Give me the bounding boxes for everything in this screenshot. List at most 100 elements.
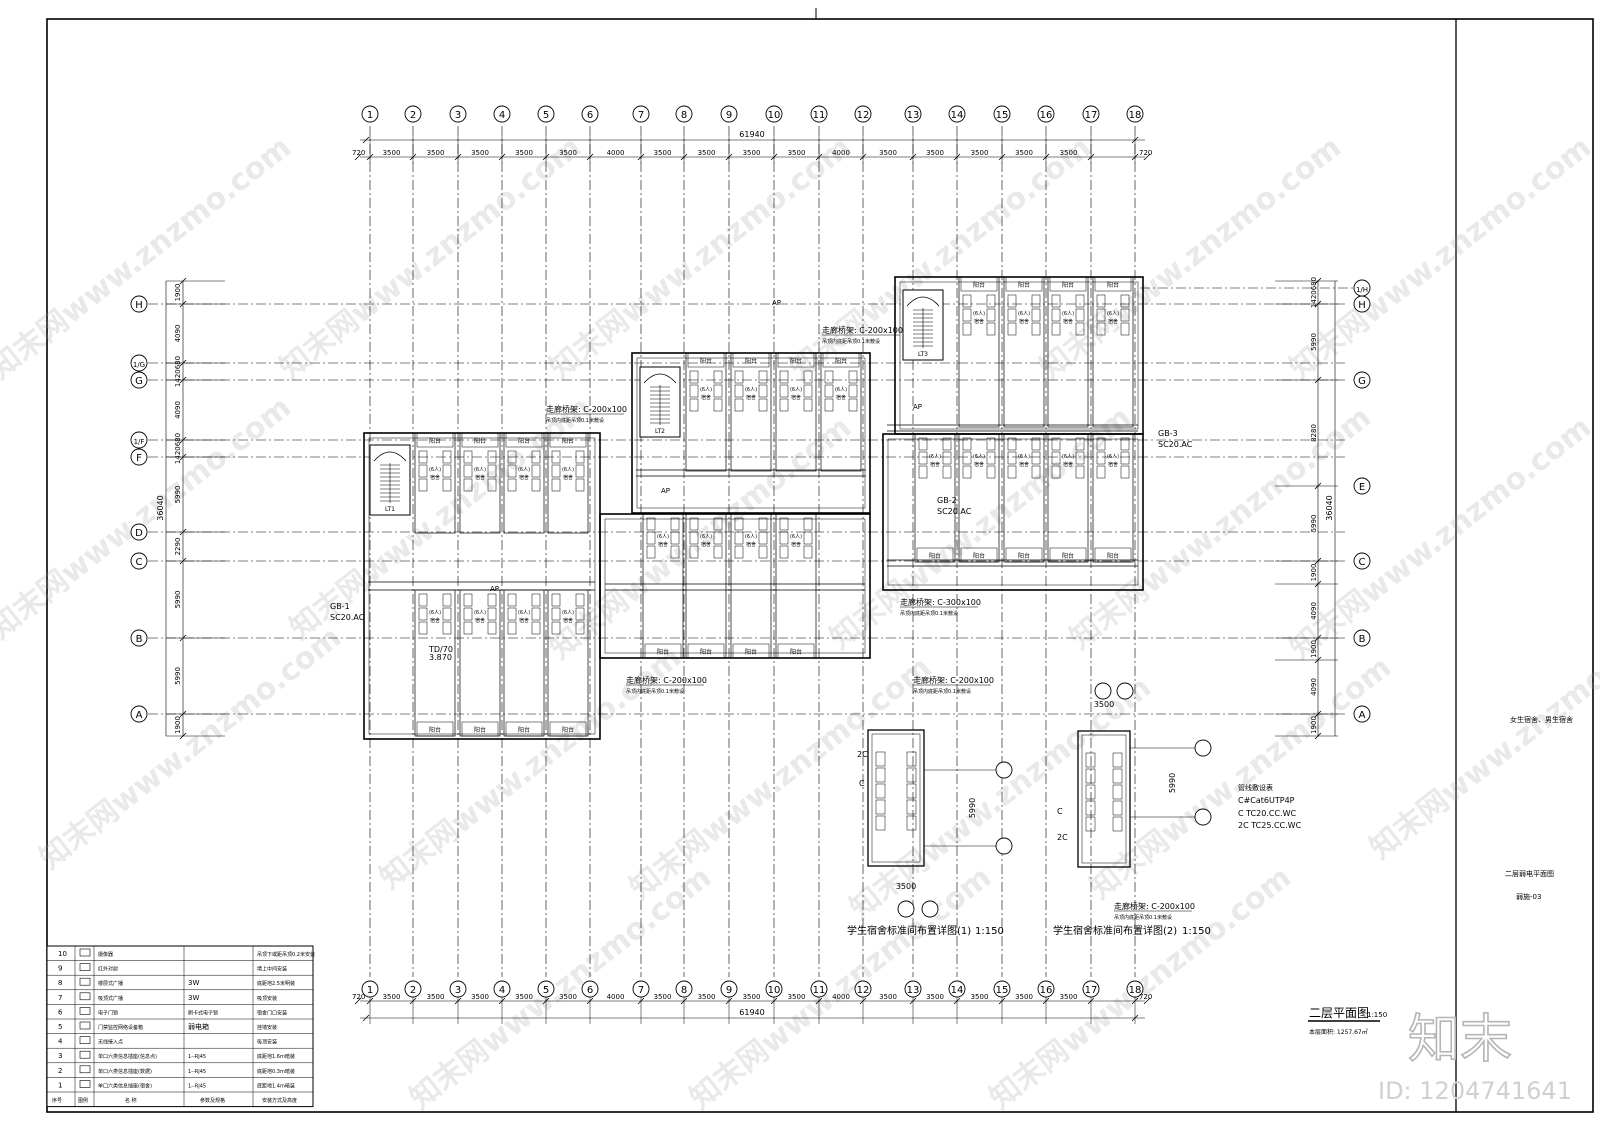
stair-label: LT2 bbox=[655, 428, 665, 435]
bunk-bed bbox=[779, 517, 789, 531]
axis-label-7: 7 bbox=[638, 110, 644, 121]
dorm-label: 宿舍 bbox=[836, 394, 846, 401]
dim-vert: 5990 bbox=[174, 486, 182, 504]
balcony bbox=[1005, 547, 1043, 563]
axis-label-14: 14 bbox=[951, 110, 964, 121]
dim-bay: 3500 bbox=[515, 993, 533, 1001]
cable-note-2: C TC20.CC.WC bbox=[1238, 809, 1296, 818]
dorm-room bbox=[685, 352, 727, 472]
legend-install: 底距地0.3m暗装 bbox=[257, 1068, 295, 1075]
axis-label-1: 1 bbox=[367, 110, 373, 121]
axis-bubble-11 bbox=[810, 105, 828, 123]
bunk-bed bbox=[758, 545, 768, 559]
bunk-bed bbox=[689, 545, 699, 559]
detail2-tag: C bbox=[1057, 807, 1063, 816]
axis-label-8: 8 bbox=[681, 110, 687, 121]
bunk-bed bbox=[986, 308, 996, 322]
bunk-bed bbox=[689, 517, 699, 531]
bunk-bed bbox=[803, 531, 813, 545]
bunk-bed bbox=[713, 545, 723, 559]
bunk-bed bbox=[1007, 437, 1017, 451]
bunk-bed bbox=[575, 478, 585, 492]
dim-bay: 3500 bbox=[1060, 149, 1078, 157]
bunk-bed bbox=[1051, 322, 1061, 336]
bunk-bed bbox=[670, 517, 680, 531]
detail2-dim-h: 5990 bbox=[1168, 773, 1177, 793]
occupancy-label: (6人) bbox=[429, 610, 441, 616]
bunk-bed bbox=[1120, 308, 1130, 322]
balcony bbox=[960, 547, 998, 563]
dorm-label: 宿舍 bbox=[658, 541, 668, 548]
axis-label-7: 7 bbox=[638, 985, 644, 996]
cable-notes-title: 管线敷设表 bbox=[1238, 783, 1273, 792]
occupancy-label: (6人) bbox=[1107, 454, 1119, 460]
dim-bay: 3500 bbox=[788, 149, 806, 157]
bunk-bed bbox=[418, 464, 428, 478]
bunk-bed bbox=[487, 450, 497, 464]
dim-vert: 4090 bbox=[1310, 602, 1318, 620]
legend-install: 吸顶安装 bbox=[257, 1039, 277, 1046]
occupancy-label: (6人) bbox=[745, 534, 757, 540]
bunk-bed bbox=[551, 464, 561, 478]
bunk-bed bbox=[734, 517, 744, 531]
wing-inner-wall bbox=[368, 437, 596, 735]
dim-vert-total: 36040 bbox=[1325, 495, 1334, 520]
bunk-bed bbox=[1120, 322, 1130, 336]
legend-symbol bbox=[79, 1036, 91, 1044]
cable-note-1: C#Cat6UTP4P bbox=[1238, 796, 1295, 805]
bunk-bed bbox=[689, 531, 699, 545]
balcony-label: 阳台 bbox=[745, 648, 757, 656]
balcony-label: 阳台 bbox=[474, 726, 486, 734]
legend-install: 墙上中间安装 bbox=[257, 966, 287, 973]
occupancy-label: (6人) bbox=[474, 610, 486, 616]
bunk-bed bbox=[507, 464, 517, 478]
legend-symbol bbox=[79, 963, 91, 971]
dim-vert: 1900 bbox=[1310, 564, 1318, 582]
bunk-bed bbox=[463, 450, 473, 464]
dorm-label: 宿舍 bbox=[1108, 461, 1118, 468]
legend-spec: 1--RJ45 bbox=[188, 1054, 206, 1060]
bunk-bed bbox=[1075, 308, 1085, 322]
occupancy-label: (6人) bbox=[562, 610, 574, 616]
legend-install: 挂墙安装 bbox=[257, 1024, 277, 1031]
dim-bay: 4000 bbox=[607, 993, 625, 1001]
watermark-text: 知末网www.znzmo.com bbox=[0, 130, 298, 387]
axis-bubble-3 bbox=[449, 105, 467, 123]
balcony bbox=[549, 432, 587, 448]
bunk-bed bbox=[713, 384, 723, 398]
bunk-bed bbox=[1007, 322, 1017, 336]
balcony bbox=[916, 547, 954, 563]
row-axis-bubble-left bbox=[130, 523, 148, 541]
watermark-text: 知末网www.znzmo.com bbox=[273, 130, 588, 387]
detail-bed bbox=[1112, 768, 1123, 784]
bunk-bed bbox=[803, 517, 813, 531]
bunk-bed bbox=[418, 593, 428, 607]
axis-bubble-5 bbox=[537, 105, 555, 123]
bunk-bed bbox=[689, 384, 699, 398]
row-axis-label-left: G bbox=[135, 376, 143, 387]
bunk-bed bbox=[779, 398, 789, 412]
dorm-room bbox=[730, 352, 772, 472]
legend-header-spec: 参数及规格 bbox=[200, 1097, 225, 1104]
occupancy-label: (6人) bbox=[1062, 454, 1074, 460]
row-axis-bubble-left bbox=[130, 295, 148, 313]
balcony bbox=[687, 352, 725, 368]
bunk-bed bbox=[1031, 294, 1041, 308]
callout-note: 吊顶内底距吊顶0.1米敷设 bbox=[913, 688, 971, 695]
bunk-bed bbox=[986, 451, 996, 465]
row-axis-label-left: H bbox=[135, 300, 143, 311]
bunk-bed bbox=[986, 465, 996, 479]
bunk-bed bbox=[575, 621, 585, 635]
dim-bay: 3500 bbox=[515, 149, 533, 157]
detail1-dim-h: 5990 bbox=[968, 798, 977, 818]
legend-install: 底距地2.5米明装 bbox=[257, 980, 295, 987]
bunk-bed bbox=[442, 607, 452, 621]
dorm-label: 宿舍 bbox=[791, 394, 801, 401]
bunk-bed bbox=[442, 450, 452, 464]
row-axis-bubble-left bbox=[130, 705, 148, 723]
axis-label-18: 18 bbox=[1129, 985, 1142, 996]
row-axis-label-right: H bbox=[1358, 300, 1366, 311]
dim-bay: 3500 bbox=[698, 993, 716, 1001]
axis-label-2: 2 bbox=[410, 110, 416, 121]
